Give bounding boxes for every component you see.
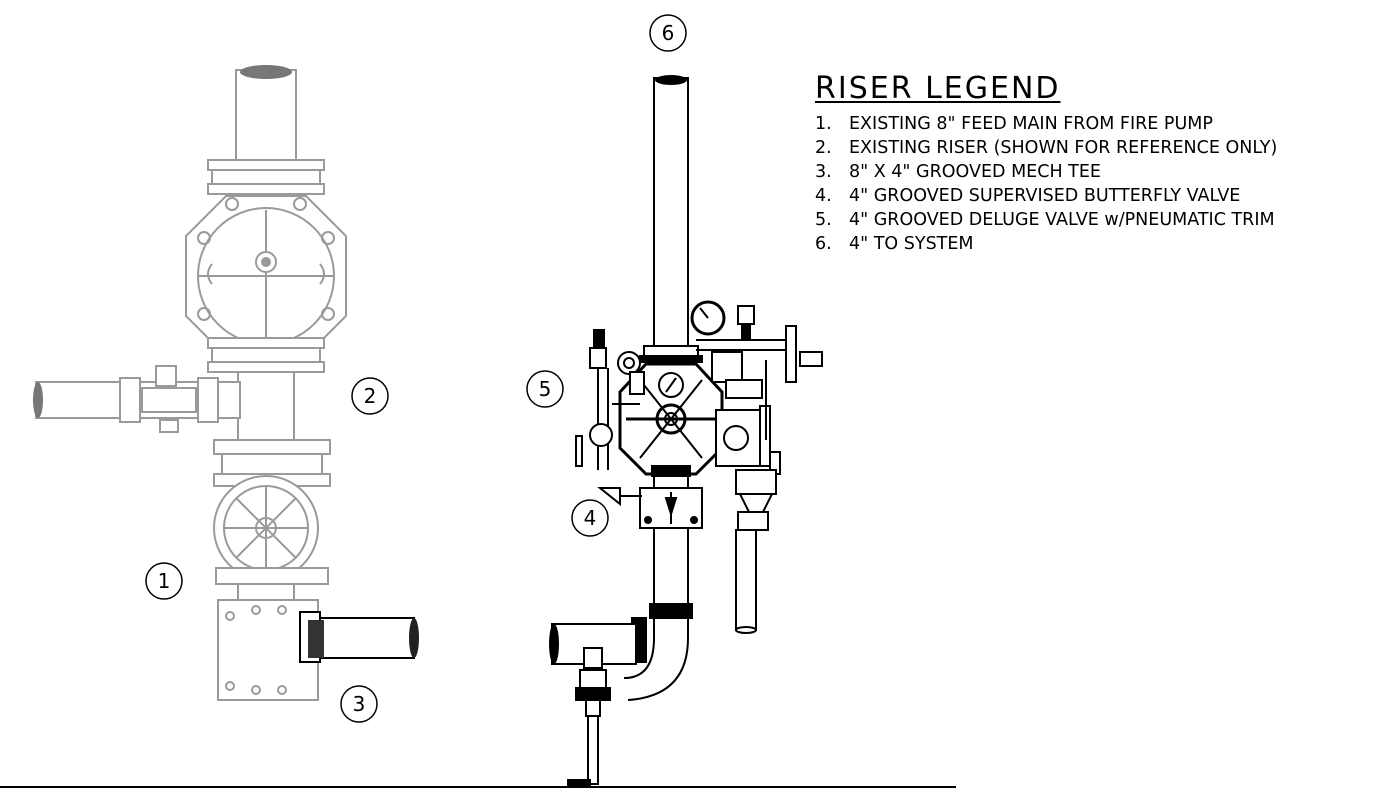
callout-1-label: 1 xyxy=(158,569,171,593)
existing-riser xyxy=(33,65,347,701)
legend-item-number: 4. xyxy=(815,186,832,206)
grooved-mech-tee xyxy=(299,611,419,663)
callout-3: 3 xyxy=(340,685,378,723)
legend-item-text: 8" X 4" GROOVED MECH TEE xyxy=(849,162,1101,182)
legend-item-text: 4" GROOVED DELUGE VALVE w/PNEUMATIC TRIM xyxy=(849,210,1275,230)
legend-item: 5. 4" GROOVED DELUGE VALVE w/PNEUMATIC TR… xyxy=(815,208,1277,232)
legend-item-text: EXISTING 8" FEED MAIN FROM FIRE PUMP xyxy=(849,114,1213,134)
callout-2-label: 2 xyxy=(364,384,377,408)
callout-6: 6 xyxy=(649,14,687,52)
riser-legend: RISER LEGEND 1. EXISTING 8" FEED MAIN FRO… xyxy=(815,72,1277,256)
callout-3-label: 3 xyxy=(353,692,366,716)
legend-item-text: 4" TO SYSTEM xyxy=(849,234,974,254)
legend-item: 2. EXISTING RISER (SHOWN FOR REFERENCE ON… xyxy=(815,136,1277,160)
callout-2: 2 xyxy=(351,377,389,415)
legend-item: 1. EXISTING 8" FEED MAIN FROM FIRE PUMP xyxy=(815,112,1277,136)
legend-item-text: EXISTING RISER (SHOWN FOR REFERENCE ONLY… xyxy=(849,138,1278,158)
legend-item-number: 6. xyxy=(815,234,832,254)
legend-title: RISER LEGEND xyxy=(815,71,1061,106)
callout-1: 1 xyxy=(145,562,183,600)
legend-item: 3. 8" X 4" GROOVED MECH TEE xyxy=(815,160,1277,184)
legend-item-number: 3. xyxy=(815,162,832,182)
callout-4: 4 xyxy=(571,499,609,537)
legend-item-number: 5. xyxy=(815,210,832,230)
legend-item: 4. 4" GROOVED SUPERVISED BUTTERFLY VALVE xyxy=(815,184,1277,208)
legend-item: 6. 4" TO SYSTEM xyxy=(815,232,1277,256)
legend-item-number: 2. xyxy=(815,138,832,158)
deluge-riser xyxy=(549,75,823,788)
legend-item-text: 4" GROOVED SUPERVISED BUTTERFLY VALVE xyxy=(849,186,1241,206)
callout-5-label: 5 xyxy=(539,377,552,401)
callout-5: 5 xyxy=(526,370,564,408)
callout-6-label: 6 xyxy=(662,21,675,45)
callout-4-label: 4 xyxy=(584,506,597,530)
legend-item-number: 1. xyxy=(815,114,832,134)
